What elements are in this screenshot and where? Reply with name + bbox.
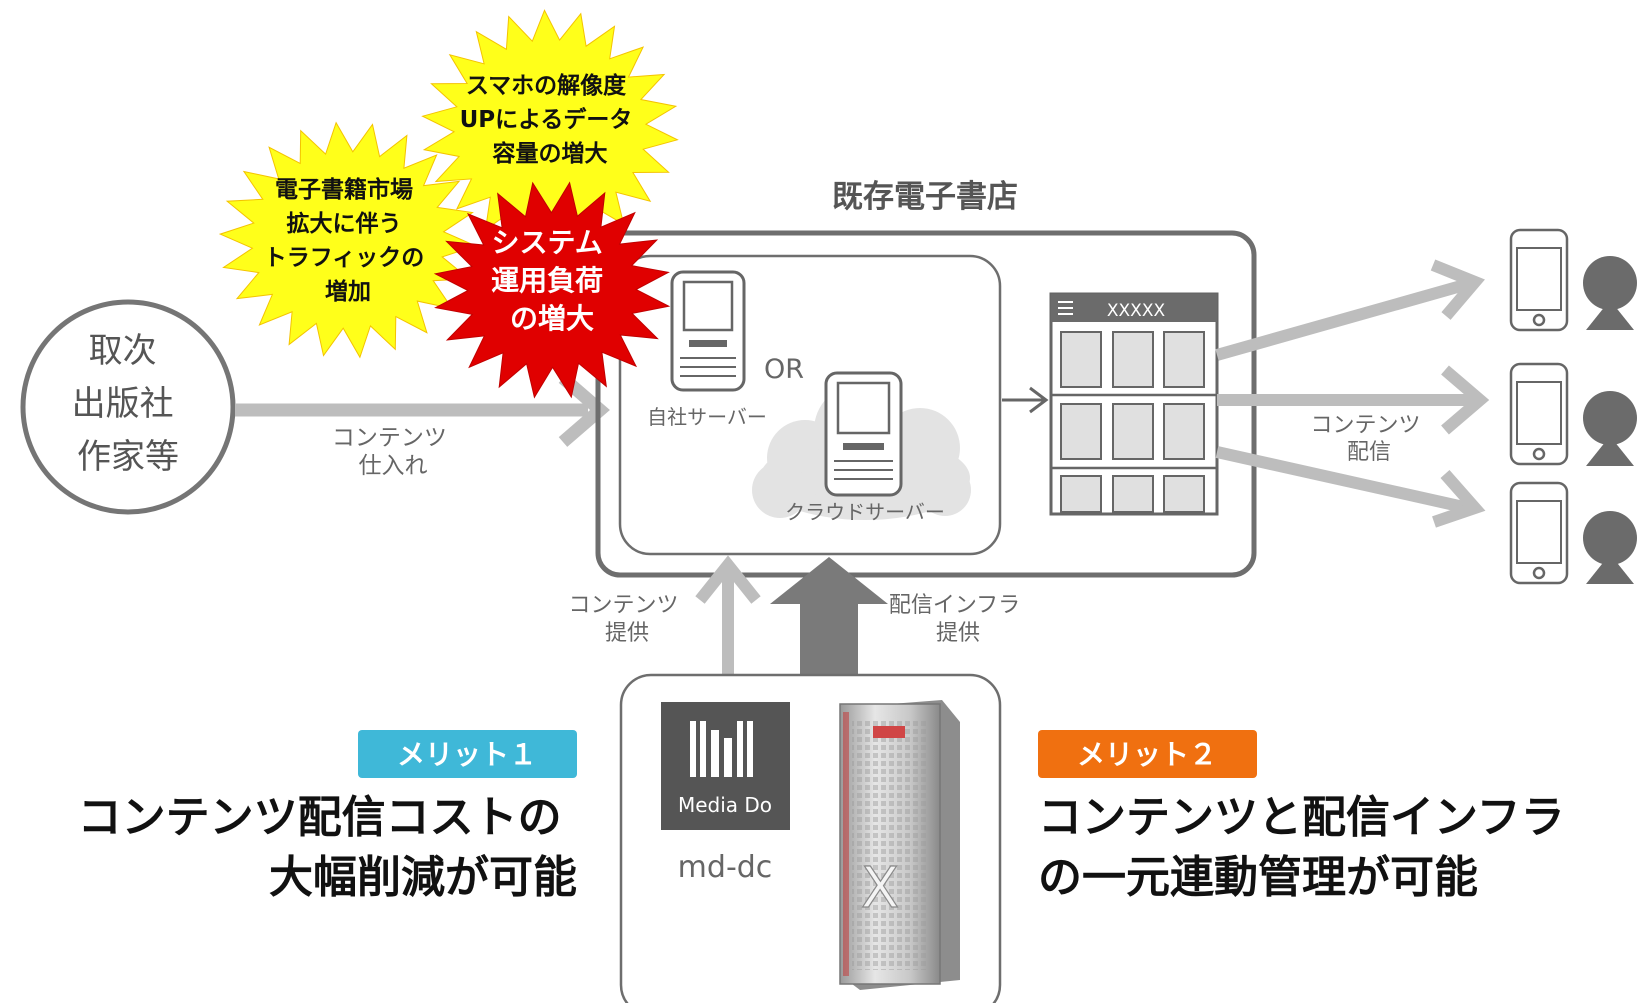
user-icon <box>1583 256 1637 330</box>
mediado-logo-text: Media Do <box>678 793 772 817</box>
user-icon <box>1583 391 1637 466</box>
content-provide-arrow <box>695 555 761 675</box>
svg-text:取次 出版社 作家等: 取次 出版社 作家等 <box>72 331 185 477</box>
infra-provide-label: 配信インフラ 提供 <box>889 593 1027 646</box>
burst-traffic-text: 電子書籍市場 拡大に伴う トラフィックの 増加 <box>264 176 433 305</box>
server-to-app-arrow <box>1002 386 1049 414</box>
phone-icon <box>1509 362 1569 466</box>
red-burst-load <box>433 181 671 399</box>
app-grid <box>1060 331 1205 513</box>
burst-resolution-text: スマホの解像度 UPによるデータ 容量の増大 <box>460 72 641 167</box>
rack-mark: X <box>861 856 899 921</box>
svg-text:メリット１: メリット１ <box>397 738 537 771</box>
source-line-3: 作家等 <box>77 437 179 477</box>
or-label: OR <box>764 354 804 385</box>
delivery-label: コンテンツ 配信 <box>1310 413 1427 465</box>
phone-icon <box>1509 228 1569 332</box>
merit2-badge: メリット２ <box>1038 730 1257 778</box>
source-circle: 取次 出版社 作家等 <box>20 299 236 515</box>
merit1-badge: メリット１ <box>358 730 577 778</box>
intake-label: コンテンツ 仕入れ <box>332 425 454 479</box>
user-icon <box>1583 511 1637 584</box>
mddc-label: md-dc <box>678 850 773 885</box>
infra-provide-arrow <box>770 557 888 675</box>
app-title: XXXXX <box>1107 301 1166 321</box>
delivery-arrows <box>1215 259 1490 528</box>
burst-load-text: システム 運用負荷 の増大 <box>491 226 613 335</box>
svg-text:メリット２: メリット２ <box>1077 738 1217 771</box>
phone-icon <box>1509 481 1569 585</box>
store-title: 既存電子書店 <box>832 179 1018 215</box>
yellow-burst-traffic <box>218 121 478 359</box>
source-line-2: 出版社 <box>72 384 174 424</box>
source-line-1: 取次 <box>89 331 157 371</box>
own-server-icon <box>670 270 746 392</box>
content-provide-label: コンテンツ 提供 <box>568 593 685 646</box>
cloud-server-label: クラウドサーバー <box>785 500 945 524</box>
server-rack-image: X <box>839 700 960 990</box>
mediado-logo: Media Do <box>661 702 790 830</box>
merit2-description: コンテンツと配信インフラ の一元連動管理が可能 <box>1038 792 1580 903</box>
merit1-description: コンテンツ配信コストの 大幅削減が可能 <box>78 792 577 903</box>
own-server-label: 自社サーバー <box>647 405 767 429</box>
cloud-server-icon <box>824 371 903 497</box>
